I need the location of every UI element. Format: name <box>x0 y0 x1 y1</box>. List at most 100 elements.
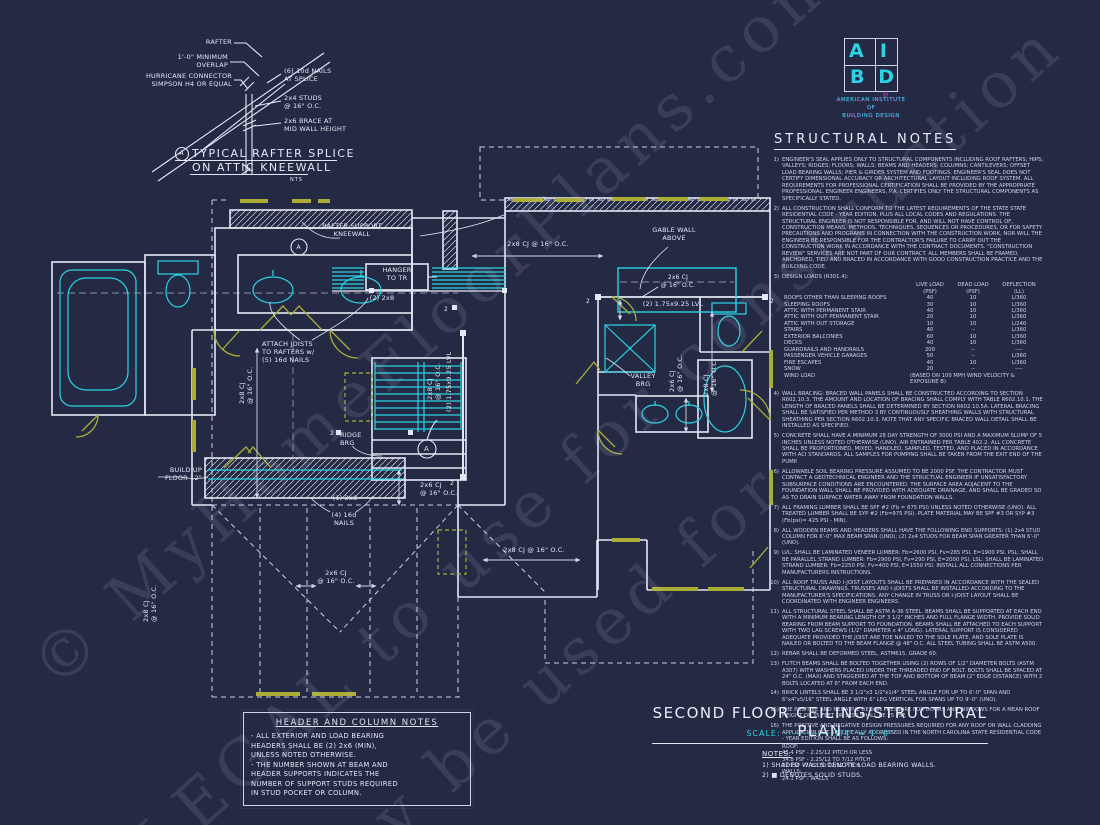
header-column-notes: HEADER AND COLUMN NOTES - ALL EXTERIOR A… <box>243 712 471 806</box>
col-live-load: LIVE LOAD (PSF) <box>916 282 944 295</box>
label-cj-2x8-vertical: 2x8 CJ @ 16" O.C. <box>238 366 255 404</box>
sheet-notes: NOTES: 1) SHADED WALLS DENOTE LOAD BEARI… <box>762 750 936 781</box>
label-cj-2x6-vertical: 2x6 CJ @ 16" O.C. <box>668 354 685 392</box>
structural-notes: STRUCTURAL NOTES 1) ENGINEER'S SEAL APPL… <box>770 128 1044 786</box>
dimension-lines <box>254 253 715 589</box>
structural-note: 7)ALL FRAMING LUMBER SHALL BE SPF #2 (Fb… <box>773 504 1037 524</box>
stud-count-marker: 2 <box>450 480 455 487</box>
structural-note: 5)CONCRETE SHALL HAVE A MINIMUM 28 DAY S… <box>773 433 1043 465</box>
label-valley-brg: VALLEY BRG <box>630 372 656 389</box>
fixtures <box>59 260 747 480</box>
design-loads-note: 3) DESIGN LOADS (R301.4): LIVE LOAD (PSF… <box>770 274 1044 388</box>
structural-note: 16) THE POSITIVE AND NEGATIVE DESIGN PRE… <box>770 723 1044 782</box>
label-2-2x8-beam: (2) 2x8 <box>369 294 395 302</box>
note-number: 1) <box>773 157 779 163</box>
scale-dashes: ------------ <box>784 729 831 738</box>
structural-note: 9)LVL: SHALL BE LAMINATED VENEER LUMBER:… <box>773 550 1044 576</box>
structural-note: 10)ALL ROOF TRUSS AND I-JOIST LAYOUTS SH… <box>770 579 1040 606</box>
load-bearing-bars <box>192 197 773 696</box>
structural-note: 12)REBAR SHALL BE DEFORMED STEEL, ASTM61… <box>770 651 938 658</box>
label-build-up-floor: BUILD UP FLOOR 12" <box>164 466 202 483</box>
detail-label-studs: 2x4 STUDS @ 16" O.C. <box>284 94 322 111</box>
note-number: 3) <box>773 273 779 280</box>
detail-title-line1: TYPICAL RAFTER SPLICE <box>192 147 355 160</box>
label-4-16d-nails: (4) 16d NAILS <box>331 511 357 528</box>
dashed-roof-outline <box>211 146 759 698</box>
scale-label: SCALE: <box>746 729 781 738</box>
scale-value: 1/4" = 1'-0" <box>834 729 894 738</box>
logo-letter-b: B <box>850 66 865 88</box>
table-header: LIVE LOAD (PSF) DEAD LOAD (PSF) DEFLECTI… <box>784 282 1044 295</box>
logo-org-text: AMERICAN INSTITUTE OF BUILDING DESIGN <box>832 97 910 120</box>
detail-scale-note: NTS <box>290 177 303 183</box>
chimney-dashed <box>344 372 467 575</box>
stud-count-marker: 2 <box>444 306 449 313</box>
logo-org-line2: OF <box>866 104 876 111</box>
solid-stud-markers <box>336 288 768 480</box>
note-text: ALL CONSTRUCTION SHALL CONFORM TO THE LA… <box>782 205 1043 270</box>
structural-note: 14)BRICK LINTELS SHALL BE 3 1/2"x3 1/2"x… <box>770 690 1011 703</box>
header-column-notes-title: HEADER AND COLUMN NOTES <box>275 718 439 728</box>
plan-detail-marker-a: A <box>296 243 301 251</box>
structural-note: 13)FLITCH BEAMS SHALL BE BOLTED TOGETHER… <box>770 661 1043 687</box>
sheet-notes-title: NOTES: <box>762 750 792 758</box>
structural-note: 4)WALL BRACING: BRACED WALL PANELS SHALL… <box>773 390 1043 430</box>
structural-note: 1) ENGINEER'S SEAL APPLIES ONLY TO STRUC… <box>770 157 1044 202</box>
stud-count-marker: 2 <box>586 298 591 305</box>
door-swings <box>75 296 771 569</box>
logo-letter-a: A <box>849 40 864 62</box>
label-1-2x8-beam: (1) 2x8 <box>332 494 358 502</box>
structural-note: 15)THE POSITIVE AND NEGATIVE DESIGN PRES… <box>770 706 1040 720</box>
design-loads-title: DESIGN LOADS (R301.4): <box>782 273 849 280</box>
label-lvl-beam: (2) 1.75x9.25 LVL <box>642 300 704 308</box>
structural-notes-title: STRUCTURAL NOTES <box>774 132 957 150</box>
col-deflection: DEFLECTION (LL) <box>1002 282 1036 295</box>
design-pressures: ROOF: 45.4 PSF - 2.25/12 PITCH OR LESS 3… <box>782 743 872 782</box>
aibd-logo: A I B D ® AMERICAN INSTITUTE OF BUILDING… <box>832 38 910 120</box>
walls <box>51 197 771 598</box>
detail-label-hurricane-connector: HURRICANE CONNECTOR SIMPSON H4 OR EQUAL <box>145 72 232 89</box>
label-cj-2x8: 2x8 CJ @ 16" O.C. <box>503 546 565 554</box>
detail-markers <box>290 238 438 459</box>
label-ridge-brg: RIDGE BRG <box>340 431 362 448</box>
structural-note: 8)ALL WOODEN BEAMS AND HEADERS SHALL HAV… <box>773 527 1041 547</box>
detail-title-line2: ON ATTIC KNEEWALL <box>192 161 332 174</box>
label-gable-wall-above: GABLE WALL ABOVE <box>652 226 696 243</box>
sheet-scale: SCALE: ------------ 1/4" = 1'-0" <box>652 729 988 738</box>
label-hanger-to-tr: HANGER TO TR <box>382 266 412 283</box>
centerlines <box>57 281 734 472</box>
note-number: 2) <box>773 205 779 212</box>
structural-note: 2) ALL CONSTRUCTION SHALL CONFORM TO THE… <box>770 206 1044 271</box>
stairs <box>374 362 462 432</box>
detail-marker-letter: A <box>179 149 184 157</box>
structural-note: 6)ALLOWABLE SOIL BEARING PRESSURE ASSUME… <box>773 468 1042 501</box>
note-text: ENGINEER'S SEAL APPLIES ONLY TO STRUCTUR… <box>782 157 1044 202</box>
label-cj-2x6: 2x6 CJ @ 16" O.C. <box>420 481 458 498</box>
label-cj-2x6: 2x6 CJ @ 16" O.C. <box>660 274 696 289</box>
logo-letter-i: I <box>879 40 887 62</box>
stud-count-marker: 2 <box>330 430 335 437</box>
label-cj-2x8-vertical: 2x8 CJ @ 16" O.C. <box>142 584 159 622</box>
label-lvl-beam-vertical: (2) 1.75x9.25 LVL <box>445 351 453 412</box>
col-dead-load: DEAD LOAD (PSF) <box>957 282 989 295</box>
ceiling-hatch-bands <box>332 267 506 289</box>
header-column-notes-body: - ALL EXTERIOR AND LOAD BEARING HEADERS … <box>251 732 398 798</box>
sheet-note-1: 1) SHADED WALLS DENOTE LOAD BEARING WALL… <box>762 762 937 769</box>
detail-label-overlap: 1'-0" MINIMUM OVERLAP <box>177 53 228 70</box>
detail-label-rafter: RAFTER <box>205 38 232 46</box>
detail-label-brace: 2x6 BRACE AT MID WALL HEIGHT <box>284 117 347 134</box>
label-cj-2x8-vertical: 2x8 CJ @ 16" O.C. <box>426 362 443 400</box>
logo-org-line1: AMERICAN INSTITUTE <box>836 97 906 103</box>
rafter-splice-detail <box>151 42 337 182</box>
